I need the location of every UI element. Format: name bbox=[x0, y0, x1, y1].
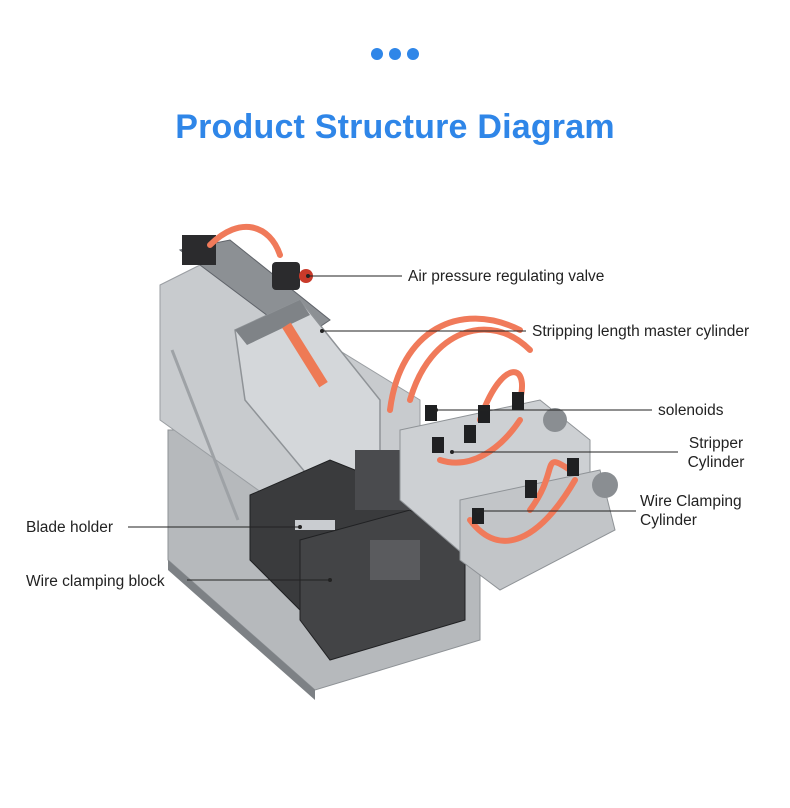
dot-1 bbox=[371, 48, 383, 60]
label-stripper-cylinder-line2: Cylinder bbox=[687, 454, 745, 471]
leader-dots bbox=[298, 274, 480, 582]
label-wire-clamping-cylinder: Wire Clamping Cylinder bbox=[640, 492, 742, 530]
label-blade-holder: Blade holder bbox=[26, 519, 114, 536]
master-cylinder-hose bbox=[282, 322, 328, 388]
clamping-cylinder-cap bbox=[592, 472, 618, 498]
clamping-teeth bbox=[370, 540, 420, 580]
air-hoses bbox=[207, 224, 578, 544]
rear-end-block bbox=[182, 235, 216, 265]
header-dots-decoration bbox=[0, 48, 790, 64]
dot-3 bbox=[407, 48, 419, 60]
leader-lines bbox=[128, 275, 678, 581]
page-title: Product Structure Diagram bbox=[175, 108, 615, 146]
stripper-cylinder-cap bbox=[543, 408, 567, 432]
label-wire-clamping-block: Wire clamping block bbox=[26, 573, 165, 590]
label-wire-clamping-cylinder-line1: Wire Clamping bbox=[640, 493, 742, 510]
air-valve-body bbox=[272, 262, 300, 290]
label-air-pressure-regulating-valve: Air pressure regulating valve bbox=[408, 268, 605, 285]
guide-rod bbox=[170, 349, 240, 521]
blade bbox=[295, 520, 335, 530]
label-stripper-cylinder-line1: Stripper bbox=[688, 435, 744, 452]
label-stripping-length-master-cylinder: Stripping length master cylinder bbox=[532, 323, 750, 340]
label-solenoids: solenoids bbox=[658, 402, 724, 419]
master-cylinder-cap bbox=[235, 300, 310, 345]
label-wire-clamping-cylinder-line2: Cylinder bbox=[640, 512, 697, 529]
label-stripper-cylinder: Stripper Cylinder bbox=[678, 434, 754, 472]
base-plate-edge bbox=[168, 560, 315, 700]
solenoid-fittings bbox=[425, 392, 579, 524]
dot-2 bbox=[389, 48, 401, 60]
